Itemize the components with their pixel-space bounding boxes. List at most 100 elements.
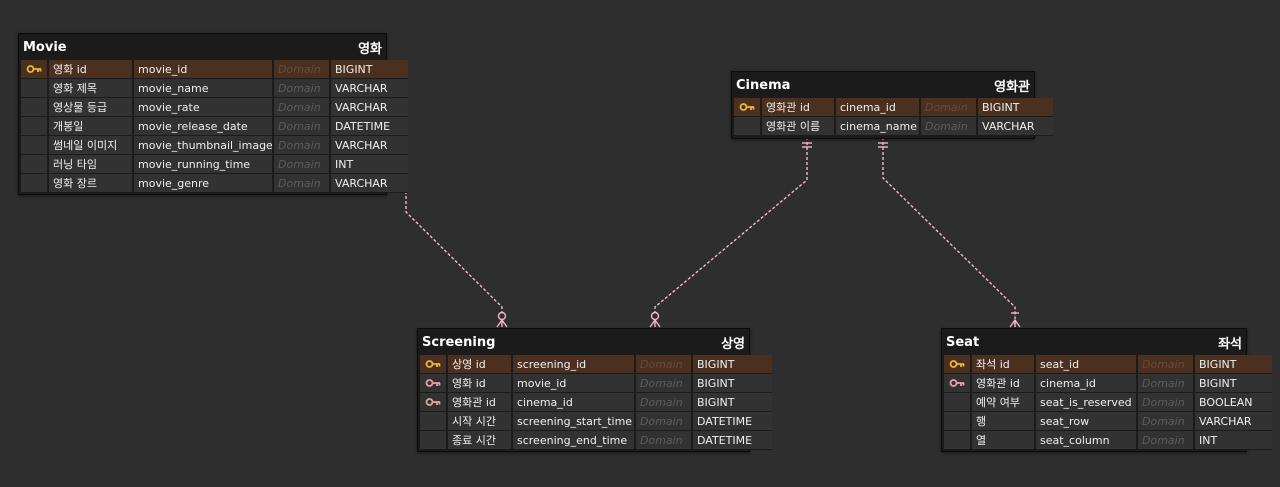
column-domain: Domain bbox=[1138, 393, 1195, 412]
column-physical: movie_rate bbox=[134, 98, 274, 117]
entity-name: Seat bbox=[946, 334, 980, 350]
column-physical: movie_thumbnail_image bbox=[134, 136, 274, 155]
key-cell bbox=[21, 174, 49, 193]
column-type: DATETIME bbox=[693, 431, 772, 450]
column-physical: screening_end_time bbox=[513, 431, 636, 450]
key-cell bbox=[21, 98, 49, 117]
entity-header: Cinema 영화관 bbox=[732, 72, 1034, 98]
column-domain: Domain bbox=[274, 174, 331, 193]
column-logical: 영화관 id bbox=[972, 374, 1036, 393]
key-cell bbox=[944, 412, 972, 431]
column-physical: movie_running_time bbox=[134, 155, 274, 174]
key-cell bbox=[944, 431, 972, 450]
column-type: DATETIME bbox=[331, 117, 408, 136]
key-cell bbox=[420, 431, 448, 450]
column-physical: movie_genre bbox=[134, 174, 274, 193]
column-domain: Domain bbox=[636, 355, 693, 374]
relation-cinema-screening[interactable] bbox=[649, 137, 812, 328]
column-logical: 영화 제목 bbox=[49, 79, 134, 98]
column-physical: cinema_name bbox=[836, 117, 921, 136]
column-domain: Domain bbox=[636, 374, 693, 393]
key-cell bbox=[21, 79, 49, 98]
column-physical: movie_id bbox=[513, 374, 636, 393]
column-logical: 시작 시간 bbox=[448, 412, 513, 431]
primary-key-icon bbox=[944, 355, 972, 374]
column-logical: 종료 시간 bbox=[448, 431, 513, 450]
primary-key-icon bbox=[734, 98, 762, 117]
column-physical: cinema_id bbox=[513, 393, 636, 412]
primary-key-icon bbox=[420, 355, 448, 374]
column-physical: cinema_id bbox=[1036, 374, 1138, 393]
column-physical: seat_row bbox=[1036, 412, 1138, 431]
key-cell bbox=[21, 136, 49, 155]
column-domain: Domain bbox=[636, 412, 693, 431]
primary-key-icon bbox=[21, 60, 49, 79]
entity-name: Screening bbox=[422, 334, 496, 350]
column-domain: Domain bbox=[274, 60, 331, 79]
column-type: VARCHAR bbox=[978, 117, 1053, 136]
column-logical: 영화관 id bbox=[448, 393, 513, 412]
column-physical: screening_start_time bbox=[513, 412, 636, 431]
column-physical: seat_is_reserved bbox=[1036, 393, 1138, 412]
column-domain: Domain bbox=[274, 136, 331, 155]
column-domain: Domain bbox=[636, 431, 693, 450]
column-physical: movie_name bbox=[134, 79, 274, 98]
column-type: VARCHAR bbox=[331, 79, 408, 98]
entity-label: 영화관 bbox=[994, 79, 1030, 95]
column-type: INT bbox=[1195, 431, 1272, 450]
column-type: VARCHAR bbox=[331, 136, 408, 155]
column-type: VARCHAR bbox=[331, 174, 408, 193]
entity-name: Cinema bbox=[736, 77, 791, 93]
column-logical: 행 bbox=[972, 412, 1036, 431]
column-logical: 영화관 id bbox=[762, 98, 836, 117]
column-type: DATETIME bbox=[693, 412, 772, 431]
key-cell bbox=[21, 117, 49, 136]
column-domain: Domain bbox=[274, 79, 331, 98]
relation-movie-screening[interactable] bbox=[386, 181, 508, 328]
column-domain: Domain bbox=[921, 98, 978, 117]
column-physical: movie_id bbox=[134, 60, 274, 79]
column-domain: Domain bbox=[1138, 412, 1195, 431]
column-domain: Domain bbox=[1138, 355, 1195, 374]
column-logical: 좌석 id bbox=[972, 355, 1036, 374]
entity-header: Seat 좌석 bbox=[942, 329, 1246, 355]
column-domain: Domain bbox=[1138, 431, 1195, 450]
column-type: BIGINT bbox=[331, 60, 408, 79]
entity-label: 상영 bbox=[721, 336, 745, 352]
column-type: BIGINT bbox=[693, 393, 772, 412]
column-domain: Domain bbox=[274, 117, 331, 136]
key-cell bbox=[944, 393, 972, 412]
column-logical: 영화 장르 bbox=[49, 174, 134, 193]
foreign-key-icon bbox=[420, 374, 448, 393]
column-logical: 썸네일 이미지 bbox=[49, 136, 134, 155]
relation-cinema-seat[interactable] bbox=[878, 137, 1021, 328]
column-type: BIGINT bbox=[978, 98, 1053, 117]
column-type: BIGINT bbox=[1195, 355, 1272, 374]
column-logical: 영화관 이름 bbox=[762, 117, 836, 136]
column-domain: Domain bbox=[274, 155, 331, 174]
